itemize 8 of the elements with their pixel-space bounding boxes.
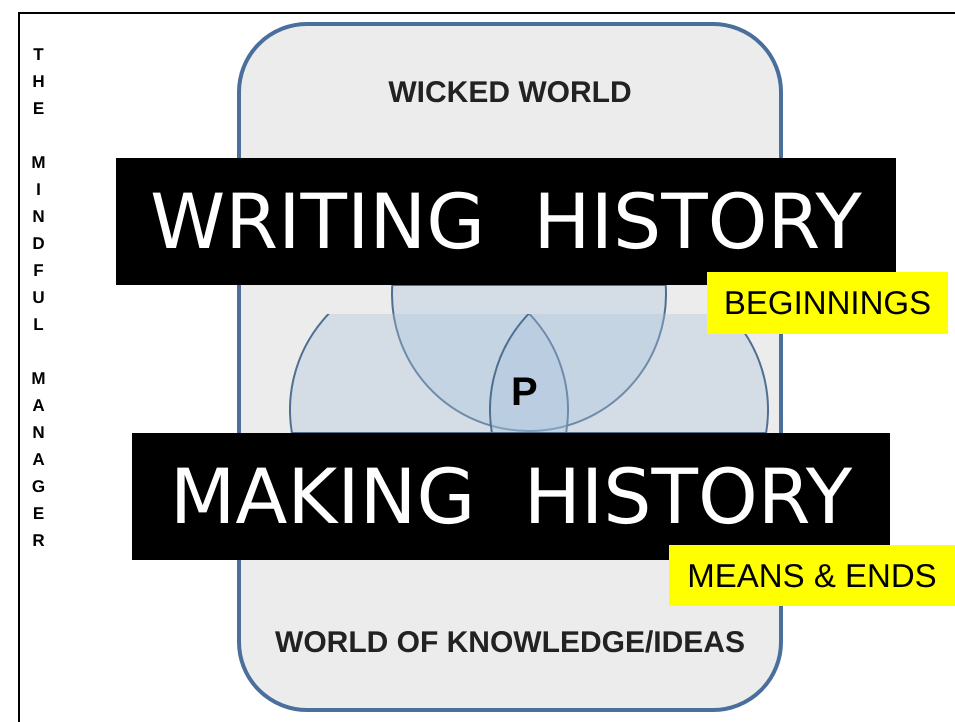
vertical-title: THE MINDFUL MANAGER xyxy=(30,45,47,558)
panel-heading: WICKED WORLD xyxy=(387,76,633,110)
highlight-tag: MEANS & ENDS xyxy=(669,545,955,606)
title-banner: MAKING HISTORY xyxy=(132,433,890,560)
title-banner: WRITING HISTORY xyxy=(116,158,896,285)
highlight-tag: BEGINNINGS xyxy=(707,272,948,334)
intersection-letter: P xyxy=(511,370,538,415)
panel-heading: WORLD OF KNOWLEDGE/IDEAS xyxy=(274,626,746,660)
